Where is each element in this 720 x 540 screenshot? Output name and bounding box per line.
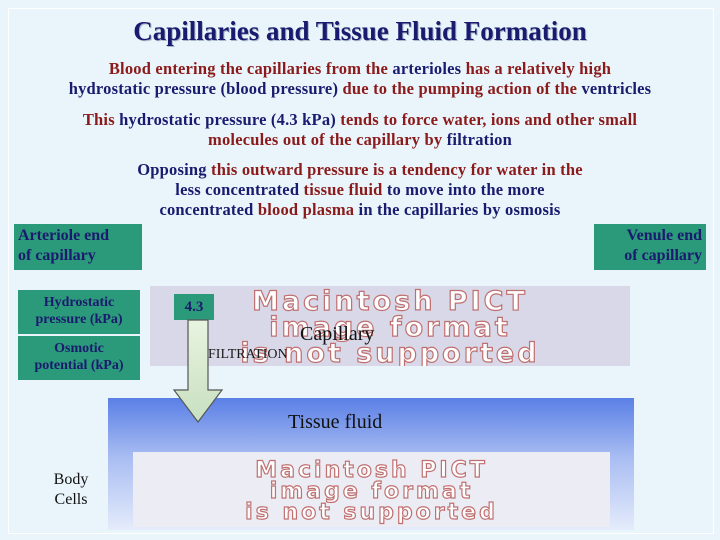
text-run: concentrated [159,200,258,219]
venule-end-line1: Venule end [626,227,702,244]
tissue-fluid-label: Tissue fluid [288,411,383,433]
body-cells-line1: Body [53,471,89,488]
pict-text-line2: image format [269,311,511,343]
pict-text-line2: image format [269,478,474,504]
legend-osmotic-line2: potential (kPa) [34,358,124,373]
legend-hydrostatic-line1: Hydrostatic [43,295,115,310]
paragraph-line: concentrated blood plasma in the capilla… [10,200,710,220]
arteriole-end-label: Arteriole end of capillary [14,224,142,270]
text-run: in the capillaries by [354,200,506,219]
paragraph-line: molecules out of the capillary by filtra… [10,130,710,150]
filtration-label: FILTRATION [208,347,288,362]
arteriole-end-line1: Arteriole end [18,227,110,244]
slide-frame [8,8,714,534]
paragraph-line: less concentrated tissue fluid to move i… [10,180,710,200]
slide-title: Capillaries and Tissue Fluid Formation [133,16,587,46]
text-run: to move into the more [382,180,545,199]
text-run: This [82,110,120,129]
venule-end-label: Venule end of capillary [594,224,706,270]
text-run: less concentrated [175,180,304,199]
text-run: this outward pressure is a tendency for … [211,160,583,179]
legend-hydrostatic-line2: pressure (kPa) [35,312,123,327]
capillary-label: Capillary [300,323,375,345]
pict-text-line3: is not supported [245,499,498,525]
arteriole-end-line2: of capillary [18,247,96,264]
paragraph-opposing-osmosis: Opposing this outward pressure is a tend… [10,160,710,220]
capillary-image-placeholder: Macintosh PICT image format is not suppo… [150,286,630,366]
paragraph-line: Blood entering the capillaries from the … [10,59,710,79]
text-run: filtration [446,130,512,149]
text-run: osmosis [505,200,561,219]
text-run: due to the pumping action of the [342,79,582,98]
body-cells-label: Body Cells [44,470,98,510]
text-run: Blood entering the capillaries from the [108,59,393,78]
filtration-arrow-icon [172,319,224,423]
text-run: blood plasma [257,200,355,219]
paragraph-line: Opposing this outward pressure is a tend… [10,160,710,180]
text-run: tends to force water, ions and other sma… [335,110,638,129]
paragraph-line: hydrostatic pressure (blood pressure) du… [10,79,710,99]
text-run: hydrostatic pressure (blood pressure) [68,79,343,98]
legend-osmotic-line1: Osmotic [54,341,104,356]
venule-end-line2: of capillary [624,247,702,264]
text-run: Opposing [137,160,212,179]
hydrostatic-value-box: 4.3 [174,294,214,320]
text-run: ventricles [581,79,652,98]
text-run: tissue fluid [303,180,383,199]
text-run: has a relatively high [461,59,612,78]
text-run: molecules out of the capillary by [208,130,447,149]
body-cells-image-placeholder: Macintosh PICT image format is not suppo… [133,452,610,527]
pict-text-line3: is not supported [240,337,540,366]
legend-osmotic-potential: Osmotic potential (kPa) [18,336,140,380]
text-run: hydrostatic pressure (4.3 kPa) [119,110,336,129]
pict-text-line1: Macintosh PICT [255,457,488,483]
paragraph-hydrostatic-pressure: This hydrostatic pressure (4.3 kPa) tend… [10,110,710,150]
paragraph-line: This hydrostatic pressure (4.3 kPa) tend… [10,110,710,130]
body-cells-line2: Cells [54,491,88,508]
text-run: arterioles [392,59,462,78]
paragraph-blood-entering: Blood entering the capillaries from the … [10,59,710,99]
legend-hydrostatic-pressure: Hydrostatic pressure (kPa) [18,290,140,334]
pict-text-line1: Macintosh PICT [251,286,528,318]
